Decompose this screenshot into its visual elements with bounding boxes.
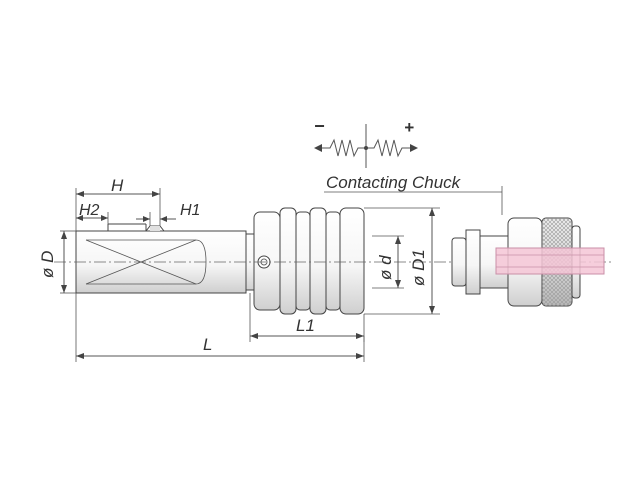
contacting-chuck-label: Contacting Chuck [326,173,462,192]
dim-D-label: ø D [38,251,57,278]
minus-sign: − [314,116,325,136]
spring-symbol-icon: − + [314,116,418,168]
dim-H2-label: H2 [79,202,100,219]
tool-holder-body [75,207,365,315]
dim-D1-label: ø D1 [409,249,428,286]
dim-d-label: ø d [376,255,395,280]
dim-L1-label: L1 [296,316,315,335]
dim-H-label: H [111,176,124,195]
plus-sign: + [404,118,414,137]
contacting-chuck [451,217,605,307]
dim-L-label: L [203,335,212,354]
dim-H1-label: H1 [180,202,200,219]
